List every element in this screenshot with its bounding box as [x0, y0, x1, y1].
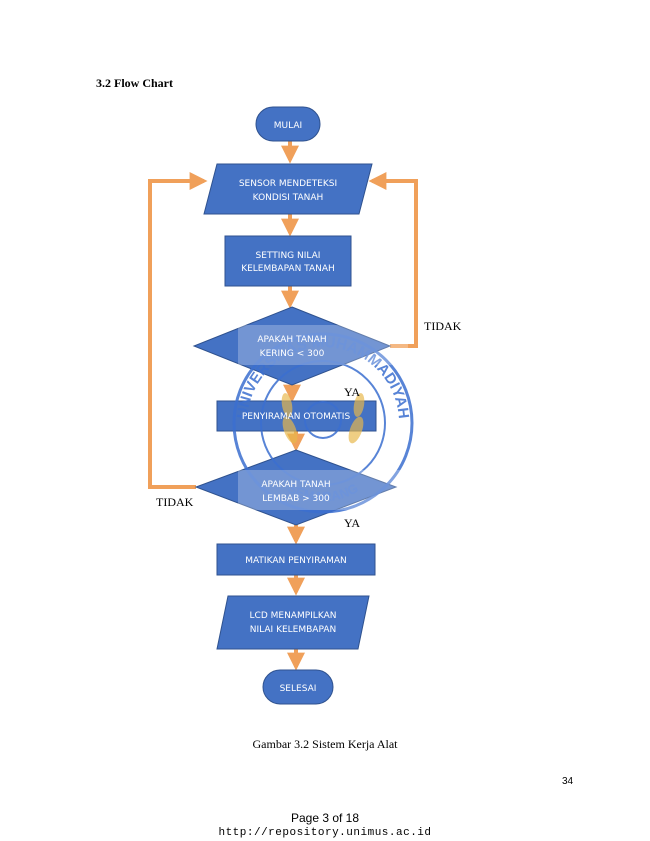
label-yes-wet: YA — [344, 516, 360, 530]
footer-url[interactable]: http://repository.unimus.ac.id — [218, 827, 432, 839]
decision-wet-label-line1: APAKAH TANAH — [261, 480, 330, 490]
start-label: MULAI — [274, 121, 302, 131]
watermark-sun-icon — [304, 401, 342, 439]
stop-process — [216, 543, 376, 576]
sensor-parallelogram — [203, 163, 373, 215]
sensor-label-line2: KONDISI TANAH — [253, 193, 324, 203]
shapes — [192, 106, 398, 705]
watering-label: PENYIRAMAN OTOMATIS — [242, 412, 351, 422]
label-yes-dry: YA — [344, 385, 360, 399]
watermark-haze-top — [238, 325, 408, 365]
label-no-dry: TIDAK — [424, 319, 462, 333]
watermark-bottom-text: SEMARANG — [285, 480, 360, 504]
lcd-label-line2: NILAI KELEMBAPAN — [250, 625, 336, 635]
footer-page-label: Page 3 of 18 — [290, 811, 360, 825]
page-number: 34 — [562, 776, 574, 787]
arrow-no-wet-loop — [148, 172, 208, 489]
watermark-emblem — [281, 393, 365, 444]
svg-text:SEMARANG: SEMARANG — [285, 480, 360, 504]
stop-label: MATIKAN PENYIRAMAN — [245, 556, 347, 566]
watermark-haze-bottom — [238, 470, 408, 510]
connectors — [148, 141, 418, 671]
watermark-outer-ring — [232, 332, 414, 514]
end-label: SELESAI — [280, 684, 317, 694]
decision-dry-diamond — [192, 306, 392, 386]
setting-label-line1: SETTING NILAI — [256, 251, 321, 261]
setting-process — [224, 235, 352, 287]
decision-dry-label-line1: APAKAH TANAH — [257, 335, 326, 345]
figure-caption: Gambar 3.2 Sistem Kerja Alat — [252, 737, 398, 751]
decision-dry-label-line2: KERING < 300 — [260, 349, 325, 359]
lcd-label-line1: LCD MENAMPILKAN — [250, 611, 337, 621]
sensor-label-line1: SENSOR MENDETEKSI — [239, 179, 337, 189]
section-heading: 3.2 Flow Chart — [96, 76, 173, 90]
watermark-inner-ring — [260, 360, 386, 486]
watering-process — [216, 400, 377, 432]
label-no-wet: TIDAK — [156, 495, 194, 509]
arrow-no-dry-loop — [368, 172, 418, 348]
end-terminal — [262, 669, 334, 705]
start-terminal — [255, 106, 321, 142]
lcd-parallelogram — [216, 595, 370, 650]
setting-label-line2: KELEMBAPAN TANAH — [241, 264, 335, 274]
decision-wet-label-line2: LEMBAB > 300 — [262, 494, 330, 504]
